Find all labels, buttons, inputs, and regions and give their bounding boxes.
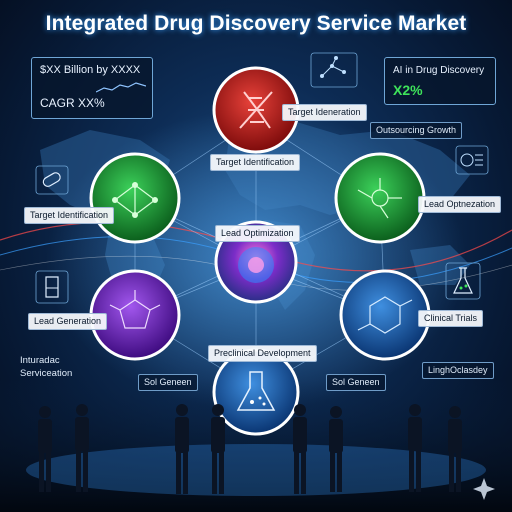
dashboard-icon [455, 145, 489, 175]
person-left-1 [38, 406, 52, 492]
ai-label: AI in Drug Discovery [393, 65, 485, 76]
flask-chemistry-icon [445, 262, 481, 300]
left-bottom-text: Inturadac Serviceation [20, 354, 72, 380]
person-center-4 [329, 406, 343, 492]
lab-beaker-icon [35, 270, 69, 304]
dna-icon [239, 91, 273, 129]
person-left-2 [75, 404, 89, 492]
person-center-3 [293, 404, 307, 494]
chemistry-structure-icon [357, 296, 413, 334]
sparkle-icon [473, 478, 495, 500]
business-people-silhouettes [38, 404, 462, 494]
node-target-green [89, 152, 181, 244]
label-target-identification-left: Target Identification [24, 207, 115, 224]
flask-icon [236, 371, 276, 411]
person-center-1 [175, 404, 189, 494]
ai-value: X2% [393, 82, 423, 98]
label-outsourcing-growth: Outsourcing Growth [370, 122, 463, 139]
capsule-icon [35, 165, 69, 195]
person-right-1 [408, 404, 422, 492]
molecule-network-icon [310, 52, 358, 88]
node-lead-opt-green [334, 152, 426, 244]
label-clinical-trials: Clinical Trials [418, 310, 484, 327]
page-title: Integrated Drug Discovery Service Market [45, 12, 467, 35]
market-value: $XX Billion by XXXX [40, 64, 141, 76]
node-lead-optimization-center [214, 220, 298, 304]
cagr-value: CAGR XX% [40, 96, 105, 110]
trend-sparkline-icon [96, 82, 146, 93]
node-preclinical-blue [212, 348, 300, 436]
label-lead-optnezation: Lead Optnezation [418, 196, 502, 213]
market-size-panel: $XX Billion by XXXX CAGR XX% [31, 57, 153, 119]
person-center-2 [211, 404, 225, 494]
node-target-red [212, 66, 300, 154]
person-right-2 [448, 406, 462, 492]
label-lead-optimization: Lead Optimization [215, 225, 300, 242]
molecule-icon [357, 178, 402, 219]
node-clinical-trials-blue [339, 269, 431, 361]
ai-drug-discovery-panel: AI in Drug Discovery X2% [384, 57, 496, 105]
label-target-identification-top: Target Identification [210, 154, 301, 171]
label-lead-generation: Lead Generation [28, 313, 108, 330]
label-target-ideneration: Target Ideneration [282, 104, 367, 121]
label-linghoclasdey: LinghOclasdey [422, 362, 494, 379]
label-sol-geneen-left: Sol Geneen [138, 374, 198, 391]
network-icon [114, 184, 156, 216]
label-sol-geneen-right: Sol Geneen [326, 374, 386, 391]
molecule-network-icon [109, 290, 161, 329]
left-bottom-line1: Inturadac [20, 355, 60, 366]
label-preclinical-development: Preclinical Development [208, 345, 317, 362]
left-bottom-line2: Serviceation [20, 368, 73, 379]
